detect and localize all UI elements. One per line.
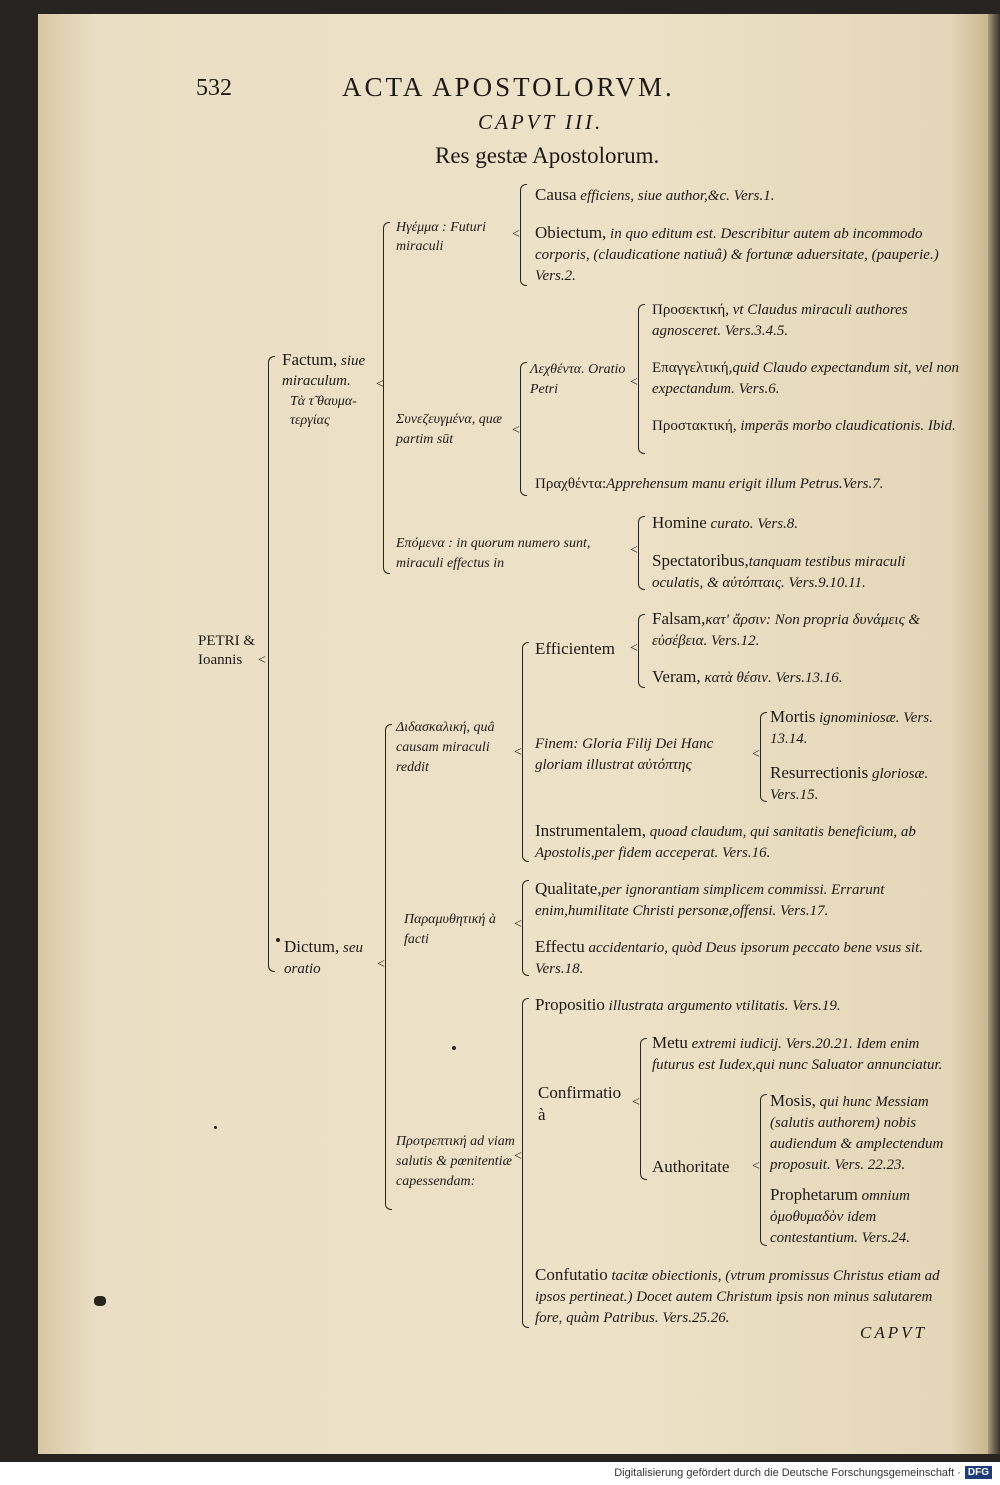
root-brace-tip: < (258, 653, 266, 668)
protreptiki-brace (522, 998, 529, 1328)
authoritate-item-1: Mosis, qui hunc Messiam (salutis authore… (770, 1091, 944, 1173)
factum-brace-tip: < (376, 377, 384, 392)
paramythetiki-item-1: Qualitate,per ignorantiam simplicem comm… (535, 879, 885, 919)
authoritate-item-2: Prophetarum omnium ὁμοθυμαδὸν idem conte… (770, 1185, 910, 1246)
authoritate-label: Authoritate (652, 1157, 730, 1176)
didaskaliki-brace-tip: < (514, 745, 522, 760)
synezeugmena-label: Συνεζευγμένα, quæ partim sūt (396, 412, 503, 447)
confutatio-item: Confutatio tacitæ obiectionis, (vtrum pr… (535, 1265, 940, 1326)
finem-label: Finem: Gloria Filij Dei Hanc gloriam ill… (535, 736, 714, 773)
finem-item-1: Mortis ignominiosæ. Vers. 13.14. (770, 707, 933, 747)
factum-greek: Τὰ τ̃ θαυμα- τεργίας (290, 394, 357, 428)
dictum-label: Dictum, seu oratio (284, 937, 363, 977)
oratio-item-3: Προστακτική, imperās morbo claudicationi… (652, 418, 956, 434)
ink-dot (452, 1046, 456, 1050)
paramythetiki-label: Παραμυθητική à facti (404, 912, 496, 947)
ink-dot (276, 938, 280, 942)
instrumentalem-item: Instrumentalem, quoad claudum, qui sanit… (535, 821, 916, 861)
protreptiki-brace-tip: < (514, 1149, 522, 1164)
protreptiki-label: Προτρεπτική ad viam salutis & pœnitentiæ… (396, 1134, 515, 1189)
authoritate-brace-tip: < (752, 1159, 760, 1174)
confirmatio-brace (640, 1038, 647, 1180)
running-title: ACTA APOSTOLORVM. (342, 72, 675, 102)
efficientem-label: Efficientem (535, 639, 615, 658)
catchword: CAPVT (860, 1323, 927, 1342)
synezeugmena-brace (520, 362, 527, 496)
book-page (38, 14, 988, 1454)
ink-stain (94, 1296, 106, 1306)
factum-brace (383, 222, 390, 574)
hegemma-brace (520, 184, 527, 286)
ink-dot (214, 1126, 217, 1129)
confirmatio-brace-tip: < (632, 1095, 640, 1110)
dictum-brace (385, 724, 392, 1210)
epomena-label: Επόμενα : in quorum numero sunt, miracul… (396, 536, 591, 571)
root-brace (268, 356, 275, 972)
didaskaliki-brace (522, 642, 529, 862)
epomena-item-2: Spectatoribus,tanquam testibus miraculi … (652, 551, 906, 591)
oratio-brace (638, 304, 645, 454)
footer-text: Digitalisierung gefördert durch die Deut… (614, 1466, 961, 1479)
prachthenta-item: Πραχθέντα:Apprehensum manu erigit illum … (535, 476, 884, 492)
hegemma-item-1: Causa efficiens, siue author,&c. Vers.1. (535, 185, 775, 204)
paramythetiki-item-2: Effectu accidentario, quòd Deus ipsorum … (535, 937, 923, 977)
efficientem-brace (638, 614, 645, 688)
dfg-logo: DFG (964, 1466, 992, 1479)
efficientem-brace-tip: < (630, 641, 638, 656)
paramythetiki-brace-tip: < (514, 917, 522, 932)
hegemma-item-2: Obiectum, in quo editum est. Describitur… (535, 223, 939, 284)
synezeugmena-brace-tip: < (512, 423, 520, 438)
efficientem-item-1: Falsam,κατ' ἄρσιν: Non propria δυνάμεις … (652, 609, 921, 649)
finem-brace (760, 712, 767, 802)
page-edge (988, 14, 1000, 1454)
finem-item-2: Resurrectionis gloriosæ. Vers.15. (770, 763, 929, 803)
metu-item: Metu extremi iudicij. Vers.20.21. Idem e… (652, 1033, 943, 1073)
root-label: PETRI & Ioannis (198, 633, 256, 668)
propositio-item: Propositio illustrata argumento vtilitat… (535, 995, 841, 1014)
epomena-brace-tip: < (630, 543, 638, 558)
factum-label: Factum, siue miraculum. (282, 350, 366, 389)
epomena-item-1: Homine curato. Vers.8. (652, 513, 799, 532)
oratio-label: Λεχθέντα. Oratio Petri (530, 362, 626, 397)
digitization-footer: Digitalisierung gefördert durch die Deut… (614, 1466, 992, 1479)
chapter-heading: CAPVT III. (478, 110, 604, 134)
paramythetiki-brace (522, 880, 529, 976)
didaskaliki-label: Διδασκαλική, quâ causam miraculi reddit (396, 720, 495, 775)
confirmatio-label: Confirmatio à (538, 1083, 622, 1124)
oratio-item-1: Προσεκτική, vt Claudus miraculi authores… (652, 302, 908, 339)
page-number: 532 (196, 75, 232, 101)
hegemma-label: Ηγέμμα : Futuri miraculi (396, 220, 486, 254)
oratio-brace-tip: < (630, 375, 638, 390)
hegemma-brace-tip: < (512, 227, 520, 242)
oratio-item-2: Επαγγελτική,quid Claudo expectandum sit,… (652, 360, 960, 397)
epomena-brace (638, 516, 645, 590)
authoritate-brace (760, 1094, 767, 1246)
efficientem-item-2: Veram, κατὰ θέσιν. Vers.13.16. (652, 667, 843, 686)
finem-brace-tip: < (752, 747, 760, 762)
page-title: Res gestæ Apostolorum. (435, 143, 660, 168)
dictum-brace-tip: < (377, 957, 385, 972)
